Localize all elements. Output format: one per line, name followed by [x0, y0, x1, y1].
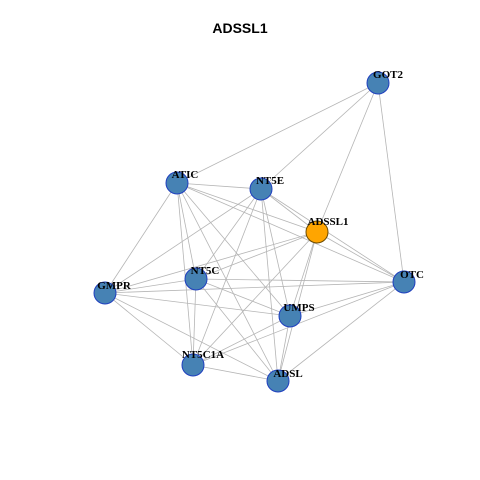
- node-gmpr: GMPR: [93, 280, 132, 305]
- graph-title: ADSSL1: [212, 20, 268, 36]
- node-adssl1: ADSSL1: [305, 216, 349, 244]
- edge-otc-umps: [289, 281, 405, 317]
- edge-gmpr-adsl: [104, 292, 279, 382]
- edge-nt5e-otc: [260, 188, 405, 283]
- edge-nt5c-nt5c1a: [192, 278, 197, 366]
- node-otc: OTC: [392, 269, 424, 294]
- edge-gmpr-nt5c: [104, 278, 197, 294]
- node-nt5e: NT5E: [249, 175, 284, 201]
- edge-nt5c-adsl: [195, 278, 279, 382]
- node-nt5c1a: NT5C1A: [181, 349, 224, 377]
- node-circle-umps: [278, 304, 302, 328]
- edge-nt5e-gmpr: [104, 188, 262, 294]
- node-circle-got2: [366, 71, 390, 95]
- edge-atic-otc: [176, 182, 405, 283]
- edge-nt5e-adssl1: [260, 188, 318, 233]
- node-nt5c: NT5C: [184, 265, 220, 291]
- edge-adssl1-adsl: [277, 231, 318, 382]
- node-label-nt5c1a: NT5C1A: [182, 349, 224, 361]
- edge-otc-adsl: [277, 281, 405, 382]
- node-circle-otc: [392, 270, 416, 294]
- node-label-atic: ATIC: [172, 169, 199, 181]
- node-label-got2: GOT2: [373, 69, 403, 81]
- edge-got2-adssl1: [316, 82, 379, 233]
- node-circle-nt5c: [184, 267, 208, 291]
- edge-atic-adsl: [176, 182, 279, 382]
- node-circle-nt5e: [249, 177, 273, 201]
- edge-nt5e-adsl: [260, 188, 279, 382]
- edge-got2-otc: [377, 82, 405, 283]
- node-circle-gmpr: [93, 281, 117, 305]
- node-label-gmpr: GMPR: [97, 280, 132, 292]
- edge-nt5c-umps: [195, 278, 291, 317]
- edge-atic-nt5e: [176, 182, 262, 190]
- edge-nt5c1a-adsl: [192, 364, 279, 382]
- edge-atic-umps: [176, 182, 291, 317]
- edges-layer: [104, 82, 405, 382]
- edge-atic-gmpr: [104, 182, 178, 294]
- node-got2: GOT2: [366, 69, 403, 95]
- node-label-otc: OTC: [400, 269, 424, 281]
- edge-adssl1-gmpr: [104, 231, 318, 294]
- node-circle-adsl: [266, 369, 290, 393]
- node-umps: UMPS: [278, 302, 315, 328]
- edge-otc-gmpr: [104, 281, 405, 294]
- edge-got2-nt5e: [260, 82, 379, 190]
- edge-nt5e-nt5c1a: [192, 188, 262, 366]
- node-label-umps: UMPS: [283, 302, 314, 314]
- node-label-nt5c: NT5C: [191, 265, 220, 277]
- edge-atic-nt5c: [176, 182, 197, 280]
- edge-adssl1-nt5c: [195, 231, 318, 280]
- edge-gmpr-nt5c1a: [104, 292, 194, 366]
- node-circle-nt5c1a: [181, 353, 205, 377]
- node-label-adsl: ADSL: [273, 368, 302, 380]
- edge-nt5e-umps: [260, 188, 291, 317]
- node-circle-adssl1: [305, 220, 329, 244]
- edge-got2-atic: [176, 82, 379, 184]
- edge-umps-nt5c1a: [192, 315, 291, 366]
- edge-adssl1-otc: [316, 231, 405, 283]
- node-label-nt5e: NT5E: [256, 175, 284, 187]
- edge-adssl1-nt5c1a: [192, 231, 318, 366]
- node-circle-atic: [165, 171, 189, 195]
- node-atic: ATIC: [165, 169, 199, 195]
- node-adsl: ADSL: [266, 368, 303, 393]
- edge-atic-nt5c1a: [176, 182, 194, 366]
- edge-adssl1-umps: [289, 231, 318, 317]
- edge-atic-adssl1: [176, 182, 318, 233]
- edge-gmpr-umps: [104, 292, 291, 317]
- node-label-adssl1: ADSSL1: [308, 216, 349, 228]
- edge-otc-nt5c: [195, 278, 405, 283]
